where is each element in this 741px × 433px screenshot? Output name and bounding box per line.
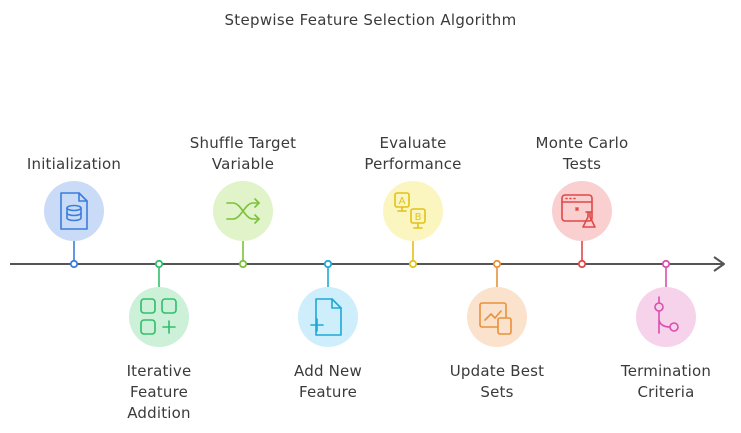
step-circle bbox=[552, 181, 612, 241]
step-node bbox=[298, 259, 358, 347]
step-node bbox=[44, 181, 104, 269]
timeline-dot bbox=[323, 259, 333, 269]
step-node bbox=[552, 181, 612, 269]
step-node: AB bbox=[383, 181, 443, 269]
diagram-title: Stepwise Feature Selection Algorithm bbox=[224, 11, 517, 29]
step-circle bbox=[636, 287, 696, 347]
ab-test-icon: AB bbox=[394, 192, 426, 229]
step-circle bbox=[467, 287, 527, 347]
step-label: Shuffle Target Variable bbox=[189, 134, 297, 173]
timeline-dot bbox=[238, 259, 248, 269]
step-label: Iterative Feature Addition bbox=[126, 362, 192, 422]
step-node bbox=[467, 259, 527, 347]
step-node bbox=[129, 259, 189, 347]
grid-plus-icon bbox=[140, 298, 177, 335]
step-label: Termination Criteria bbox=[620, 362, 712, 401]
timeline-dot bbox=[408, 259, 418, 269]
timeline-arrowhead bbox=[713, 256, 725, 272]
timeline-dot bbox=[154, 259, 164, 269]
step-circle bbox=[298, 287, 358, 347]
timeline-dot bbox=[577, 259, 587, 269]
step-label: Update Best Sets bbox=[449, 362, 545, 401]
step-label: Evaluate Performance bbox=[364, 134, 462, 173]
step-node bbox=[213, 181, 273, 269]
branch-end-icon bbox=[654, 296, 679, 334]
timeline-dot bbox=[69, 259, 79, 269]
step-circle bbox=[129, 287, 189, 347]
file-plus-icon bbox=[310, 298, 342, 336]
browser-flask-icon bbox=[561, 194, 596, 228]
svg-text:A: A bbox=[399, 196, 406, 207]
database-file-icon bbox=[60, 192, 88, 230]
step-label: Add New Feature bbox=[294, 362, 362, 401]
timeline-dot bbox=[492, 259, 502, 269]
step-label: Monte Carlo Tests bbox=[535, 134, 629, 173]
shuffle-icon bbox=[226, 198, 260, 224]
svg-text:B: B bbox=[415, 212, 422, 223]
step-label: Initialization bbox=[26, 155, 122, 173]
timeline-dot bbox=[661, 259, 671, 269]
step-node bbox=[636, 259, 696, 347]
step-circle bbox=[383, 181, 443, 241]
